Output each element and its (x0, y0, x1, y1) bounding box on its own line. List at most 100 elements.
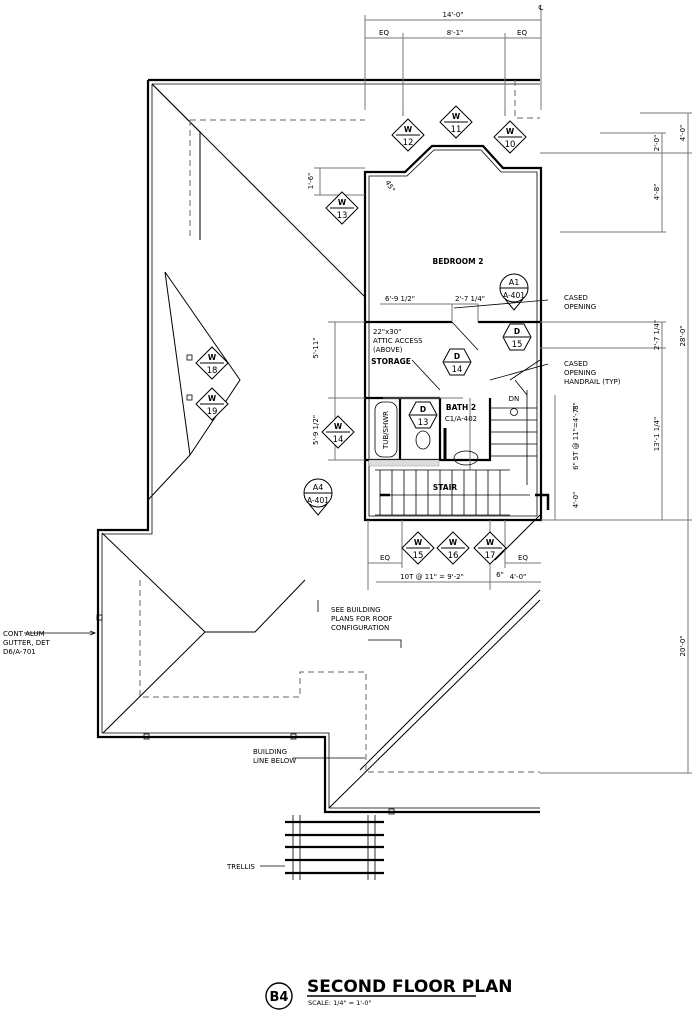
building-line-note-2: LINE BELOW (253, 757, 296, 765)
door-tag-15: D 15 (502, 323, 532, 351)
window-tag-13: W 13 (325, 191, 359, 225)
section-callout-a4[interactable]: A4A-401 (303, 478, 333, 516)
dim-right-g: 20'-0" (679, 635, 687, 656)
attic-note-1: 22"x30" (373, 328, 401, 336)
dim-eq-left: EQ (379, 29, 389, 37)
dim-bottom-treads: 10T @ 11" = 9'-2" (400, 573, 464, 581)
dim-overall-width: 14'-0" (442, 11, 463, 19)
stair-dn-label: DN (509, 395, 520, 403)
section-callout-id: A4 (313, 483, 324, 492)
dim-storage-width: 6'-9 1/2" (385, 295, 415, 303)
second-floor-walls (363, 144, 543, 522)
window-tag-letter: W (338, 198, 347, 207)
room-label-stair: STAIR (433, 483, 458, 492)
drawing-badge: B4 (270, 990, 289, 1005)
dim-bottom-landing: 4'-0" (510, 573, 527, 581)
window-tag-letter: W (208, 394, 217, 403)
section-callout-a1[interactable]: A1A-401 (499, 273, 529, 311)
window-tag-18: W 18 (195, 346, 229, 380)
door-tag-number: 14 (452, 365, 463, 375)
window-tag-number: 12 (403, 138, 414, 148)
cased-opening-note-1b: OPENING (564, 303, 596, 311)
window-tag-15: W 15 (401, 531, 435, 565)
dim-upper-left: 5'-11" (312, 337, 320, 358)
gutter-note-3: D6/A-701 (3, 648, 36, 656)
window-tag-letter: W (449, 538, 458, 547)
attic-note-2: ATTIC ACCESS (373, 337, 423, 345)
dim-eq-right: EQ (517, 29, 527, 37)
room-label-bath: BATH 2 (446, 403, 476, 412)
dim-bottom-eq-right: EQ (518, 554, 528, 562)
cased-opening-note-2b: OPENING (564, 369, 596, 377)
window-tag-letter: W (506, 127, 515, 136)
door-tag-13: D 13 (408, 401, 438, 429)
dim-right-f: 28'-0" (679, 325, 687, 346)
window-tag-letter: W (452, 112, 461, 121)
drawing-scale: SCALE: 1/4" = 1'-0" (308, 999, 372, 1007)
downspouts (96, 354, 395, 815)
window-tag-number: 14 (333, 435, 344, 445)
door-tag-14: D 14 (442, 348, 472, 376)
drawing-title-block: B4 SECOND FLOOR PLAN SCALE: 1/4" = 1'-0" (265, 977, 512, 1010)
bath-reference: C1/A-402 (445, 415, 477, 423)
dim-right-e: 4'-0" (679, 125, 687, 142)
dim-stair-mid: 6" (572, 462, 580, 470)
toilet-fixture (415, 430, 431, 450)
gutter-note-1: CONT ALUM (3, 630, 45, 638)
window-tag-letter: W (208, 353, 217, 362)
room-label-storage: STORAGE (371, 357, 411, 366)
door-tag-number: 13 (418, 418, 429, 428)
window-tag-letter: W (486, 538, 495, 547)
window-tag-number: 19 (207, 407, 218, 417)
window-tag-17: W 17 (473, 531, 507, 565)
trellis-note: TRELLIS (226, 863, 255, 871)
section-callout-sheet: A-401 (307, 496, 329, 505)
dim-stair-risers: 5T @ 11"=4'-7" (572, 406, 580, 461)
door-tag-letter: D (420, 405, 426, 414)
dim-angle: 45° (383, 179, 396, 194)
tub-shower-fixture (374, 401, 398, 458)
window-tag-11: W 11 (439, 105, 473, 139)
building-line-note-1: BUILDING (253, 748, 287, 756)
door-tag-number: 15 (512, 340, 523, 350)
window-tag-number: 18 (207, 366, 218, 376)
gutter-note-2: GUTTER, DET (3, 639, 51, 647)
window-tag-10: W 10 (493, 120, 527, 154)
dim-bottom-eq-left: EQ (380, 554, 390, 562)
window-tag-14: W14 (321, 415, 355, 449)
section-callout-sheet: A-401 (503, 291, 525, 300)
door-tag-letter: D (514, 327, 520, 336)
window-tag-12: W12 (391, 118, 425, 152)
attic-note-3: (ABOVE) (373, 346, 403, 354)
window-tag-number: 15 (413, 551, 424, 561)
window-tag-number: 10 (505, 140, 516, 150)
section-callout-id: A1 (509, 278, 520, 287)
handrail-note: HANDRAIL (TYP) (564, 378, 621, 386)
window-tag-19: W 19 (195, 387, 229, 421)
roof-outline (96, 78, 541, 814)
window-tag-number: 17 (485, 551, 496, 561)
roof-note-1: SEE BUILDING (331, 606, 381, 614)
dim-right-b: 4'-8" (653, 184, 661, 201)
dim-stair-top: 8" (572, 402, 580, 410)
dim-stair-landing: 4'-0" (572, 492, 580, 509)
trellis (285, 815, 384, 880)
window-tag-number: 13 (337, 211, 348, 221)
dim-right-a: 2'-0" (653, 135, 661, 152)
room-label-bedroom: BEDROOM 2 (433, 257, 484, 266)
cased-opening-note-2a: CASED (564, 360, 588, 368)
dim-middle: 8'-1" (447, 29, 464, 37)
door-tag-letter: D (454, 352, 460, 361)
dim-opening: 2'-7 1/4" (455, 295, 485, 303)
dim-lower-left: 5'-9 1/2" (312, 415, 320, 445)
dim-bottom-offset: 6" (496, 571, 504, 579)
centerline-mark: ℄ (539, 4, 544, 12)
window-tag-letter: W (414, 538, 423, 547)
roof-note-2: PLANS FOR ROOF (331, 615, 393, 623)
cased-opening-note-1a: CASED (564, 294, 588, 302)
dim-right-d: 13'-1 1/4" (653, 417, 661, 452)
window-tag-number: 11 (451, 125, 462, 135)
